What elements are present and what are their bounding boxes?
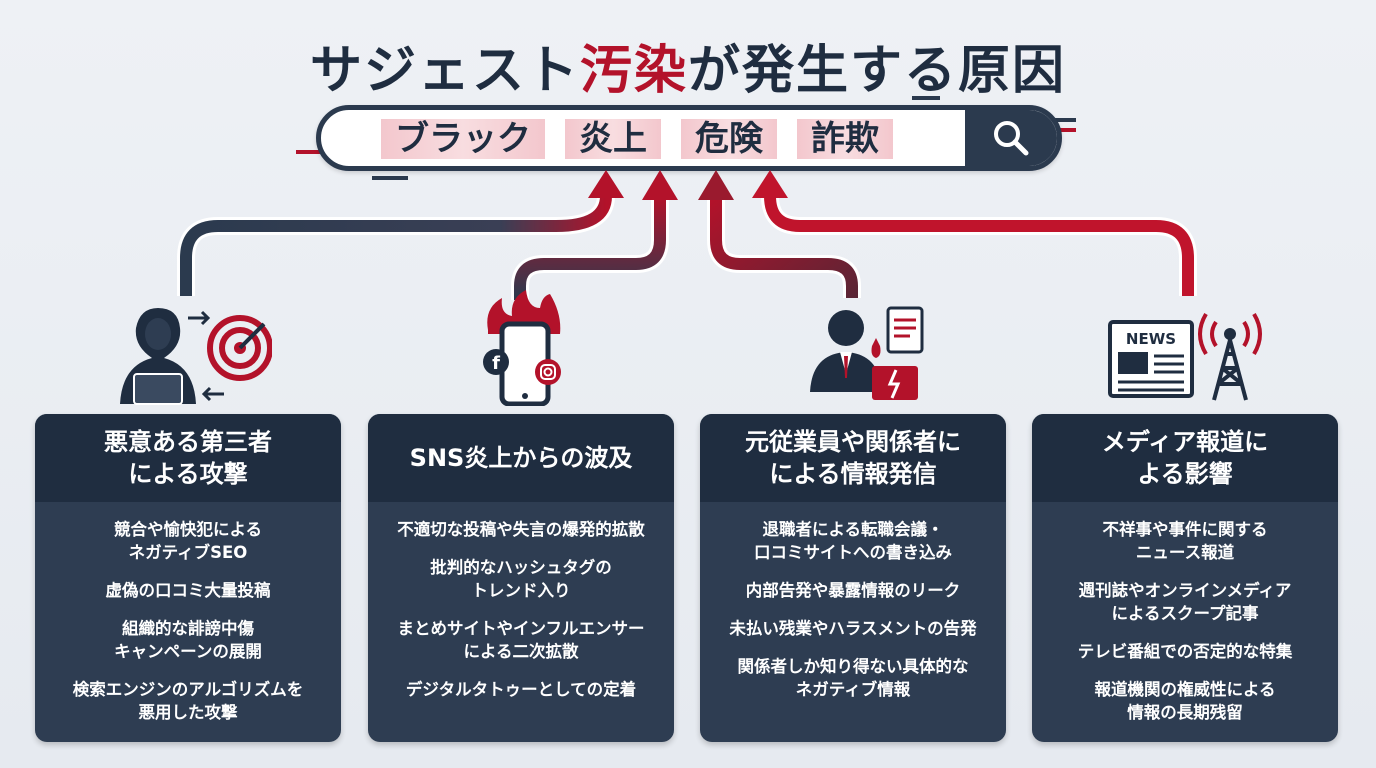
arrow-insider (698, 170, 861, 298)
suggest-term: 危険 (681, 119, 777, 159)
suggest-term: 詐欺 (797, 119, 893, 159)
hooded-hacker-icon (120, 308, 272, 405)
glitch-line (1048, 118, 1076, 122)
card-item: デジタルタトゥーとしての定着 (405, 680, 637, 699)
svg-text:NEWS: NEWS (1126, 330, 1176, 348)
title-accent: 汚染 (579, 41, 688, 101)
card-body: 不祥事や事件に関する ニュース報道 週刊誌やオンラインメディア によるスクープ記… (1032, 502, 1338, 733)
card-body: 競合や愉快犯による ネガティブSEO 虚偽の口コミ大量投稿 組織的な誹謗中傷 キ… (35, 502, 341, 733)
svg-text:f: f (492, 353, 500, 374)
arrow-sns (511, 170, 678, 300)
title-part1: サジェスト (309, 41, 580, 101)
card-item: まとめサイトやインフルエンサー による二次拡散 (397, 619, 645, 661)
search-button[interactable] (965, 110, 1057, 166)
card-item: 関係者しか知り得ない具体的な ネガティブ情報 (737, 657, 969, 699)
card-title: 元従業員や関係者に による情報発信 (700, 414, 1006, 502)
search-icon (994, 121, 1029, 156)
cause-card: SNS炎上からの波及 不適切な投稿や失言の爆発的拡散 批判的なハッシュタグの ト… (368, 414, 674, 742)
page-title: サジェスト汚染が発生する原因 (0, 28, 1376, 103)
card-item: 週刊誌やオンラインメディア によるスクープ記事 (1078, 581, 1292, 623)
card-item: 退職者による転職会議・ 口コミサイトへの書き込み (754, 520, 952, 562)
card-item: 未払い残業やハラスメントの告発 (729, 619, 977, 638)
suggest-terms: ブラック 炎上 危険 詐欺 (381, 119, 893, 159)
suggest-term: ブラック (381, 119, 545, 159)
glitch-line (372, 176, 408, 180)
arrow-hacker (177, 170, 624, 296)
card-title: メディア報道に よる影響 (1032, 414, 1338, 502)
glitch-line (296, 150, 336, 154)
news-tower-icon: NEWS (1108, 312, 1262, 401)
cause-card: 悪意ある第三者 による攻撃 競合や愉快犯による ネガティブSEO 虚偽の口コミ大… (35, 414, 341, 742)
search-bar[interactable]: ブラック 炎上 危険 詐欺 (316, 105, 1062, 171)
cause-card: メディア報道に よる影響 不祥事や事件に関する ニュース報道 週刊誌やオンライン… (1032, 414, 1338, 742)
card-body: 不適切な投稿や失言の爆発的拡散 批判的なハッシュタグの トレンド入り まとめサイ… (368, 502, 674, 710)
card-item: 検索エンジンのアルゴリズムを 悪用した攻撃 (72, 680, 304, 722)
card-item: 批判的なハッシュタグの トレンド入り (430, 558, 612, 600)
card-item: 競合や愉快犯による ネガティブSEO (113, 520, 262, 562)
smartphone-fire-icon: f (483, 290, 561, 406)
glitch-line (912, 96, 940, 100)
card-item: 虚偽の口コミ大量投稿 (105, 581, 271, 600)
card-item: 不祥事や事件に関する ニュース報道 (1102, 520, 1268, 562)
card-body: 退職者による転職会議・ 口コミサイトへの書き込み 内部告発や暴露情報のリーク 未… (700, 502, 1006, 710)
card-item: 報道機関の権威性による 情報の長期残留 (1094, 680, 1276, 722)
card-item: テレビ番組での否定的な特集 (1077, 642, 1293, 661)
businessman-document-icon (810, 306, 924, 400)
card-title: 悪意ある第三者 による攻撃 (35, 414, 341, 502)
arrow-media (752, 170, 1197, 296)
title-part2: が発生する原因 (688, 41, 1067, 101)
card-item: 組織的な誹謗中傷 キャンペーンの展開 (114, 619, 262, 661)
card-item: 内部告発や暴露情報のリーク (745, 581, 961, 600)
cause-card: 元従業員や関係者に による情報発信 退職者による転職会議・ 口コミサイトへの書き… (700, 414, 1006, 742)
card-title: SNS炎上からの波及 (368, 414, 674, 502)
card-item: 不適切な投稿や失言の爆発的拡散 (397, 520, 645, 539)
suggest-term: 炎上 (565, 119, 661, 159)
